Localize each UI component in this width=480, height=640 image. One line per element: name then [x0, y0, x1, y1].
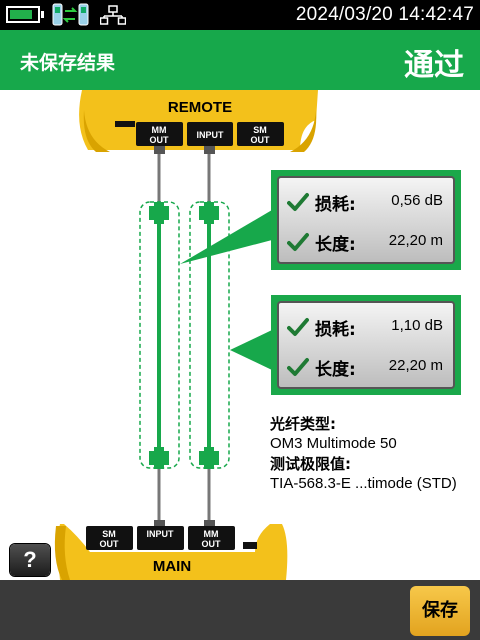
status-bar: 2024/03/20 14:42:47	[0, 0, 480, 30]
fiber-link-1	[139, 146, 180, 528]
result-panel: 损耗: 0,56 dB 长度: 22,20 m	[277, 176, 455, 264]
test-limit-label: 测试极限值:	[270, 455, 351, 473]
save-button[interactable]: 保存	[410, 586, 470, 636]
result-panel: 损耗: 1,10 dB 长度: 22,20 m	[277, 301, 455, 389]
svg-text:INPUT: INPUT	[197, 130, 225, 140]
page-title: 未保存结果	[20, 52, 116, 74]
svg-text:OUT: OUT	[251, 135, 271, 145]
svg-text:MM: MM	[204, 529, 219, 539]
battery-icon	[6, 6, 44, 23]
svg-text:OUT: OUT	[100, 539, 120, 549]
svg-text:MM: MM	[152, 125, 167, 135]
loss-label: 损耗:	[315, 195, 356, 215]
result-status: 通过	[404, 48, 464, 83]
loss-row: 损耗: 1,10 dB	[279, 307, 453, 347]
fiber-type-label: 光纤类型:	[270, 415, 336, 433]
remote-port-mm-out: MM OUT	[136, 122, 183, 146]
datetime: 2024/03/20 14:42:47	[295, 4, 474, 25]
loss-value: 0,56 dB	[391, 192, 443, 209]
result-box-1[interactable]: 损耗: 0,56 dB 长度: 22,20 m	[271, 170, 461, 270]
callout-pointer-2	[230, 330, 272, 370]
svg-text:SM: SM	[102, 529, 116, 539]
connection-diagram: REMOTE MM OUT INPUT SM OUT	[54, 90, 318, 580]
svg-text:INPUT: INPUT	[147, 529, 175, 539]
fiber-link-2	[189, 146, 230, 528]
length-label: 长度:	[315, 360, 356, 380]
main-port-mm-out: MM OUT	[188, 526, 235, 550]
length-value: 22,20 m	[388, 232, 443, 249]
check-icon	[287, 358, 309, 376]
bottom-bar: 保存	[0, 580, 480, 640]
length-value: 22,20 m	[388, 357, 443, 374]
loss-row: 损耗: 0,56 dB	[279, 182, 453, 222]
content-area: REMOTE MM OUT INPUT SM OUT	[0, 90, 480, 580]
main-unit: SM OUT INPUT MM OUT MAIN	[54, 524, 288, 580]
loss-label: 损耗:	[315, 320, 356, 340]
test-info: 光纤类型: OM3 Multimode 50 测试极限值: TIA-568.3-…	[270, 414, 475, 494]
svg-text:OUT: OUT	[150, 135, 170, 145]
check-icon	[287, 233, 309, 251]
help-button[interactable]: ?	[10, 544, 50, 576]
remote-port-sm-out: SM OUT	[237, 122, 284, 146]
main-port-sm-out: SM OUT	[86, 526, 133, 550]
result-box-2[interactable]: 损耗: 1,10 dB 长度: 22,20 m	[271, 295, 461, 395]
loss-value: 1,10 dB	[391, 317, 443, 334]
remote-unit: REMOTE MM OUT INPUT SM OUT	[79, 90, 318, 152]
main-label: MAIN	[153, 558, 191, 575]
svg-text:OUT: OUT	[202, 539, 222, 549]
fiber-type-value: OM3 Multimode 50	[270, 435, 397, 452]
network-icon	[100, 5, 126, 25]
remote-port-input: INPUT	[187, 122, 233, 146]
length-row: 长度: 22,20 m	[279, 347, 453, 387]
device-link-icon	[52, 3, 89, 26]
length-label: 长度:	[315, 235, 356, 255]
main-port-input: INPUT	[137, 526, 184, 550]
length-row: 长度: 22,20 m	[279, 222, 453, 262]
callout-pointer-1	[180, 210, 272, 264]
check-icon	[287, 318, 309, 336]
check-icon	[287, 193, 309, 211]
header: 未保存结果 通过	[0, 30, 480, 90]
svg-text:SM: SM	[253, 125, 267, 135]
test-limit-value: TIA-568.3-E ...timode (STD)	[270, 475, 457, 492]
remote-label: REMOTE	[168, 99, 232, 116]
